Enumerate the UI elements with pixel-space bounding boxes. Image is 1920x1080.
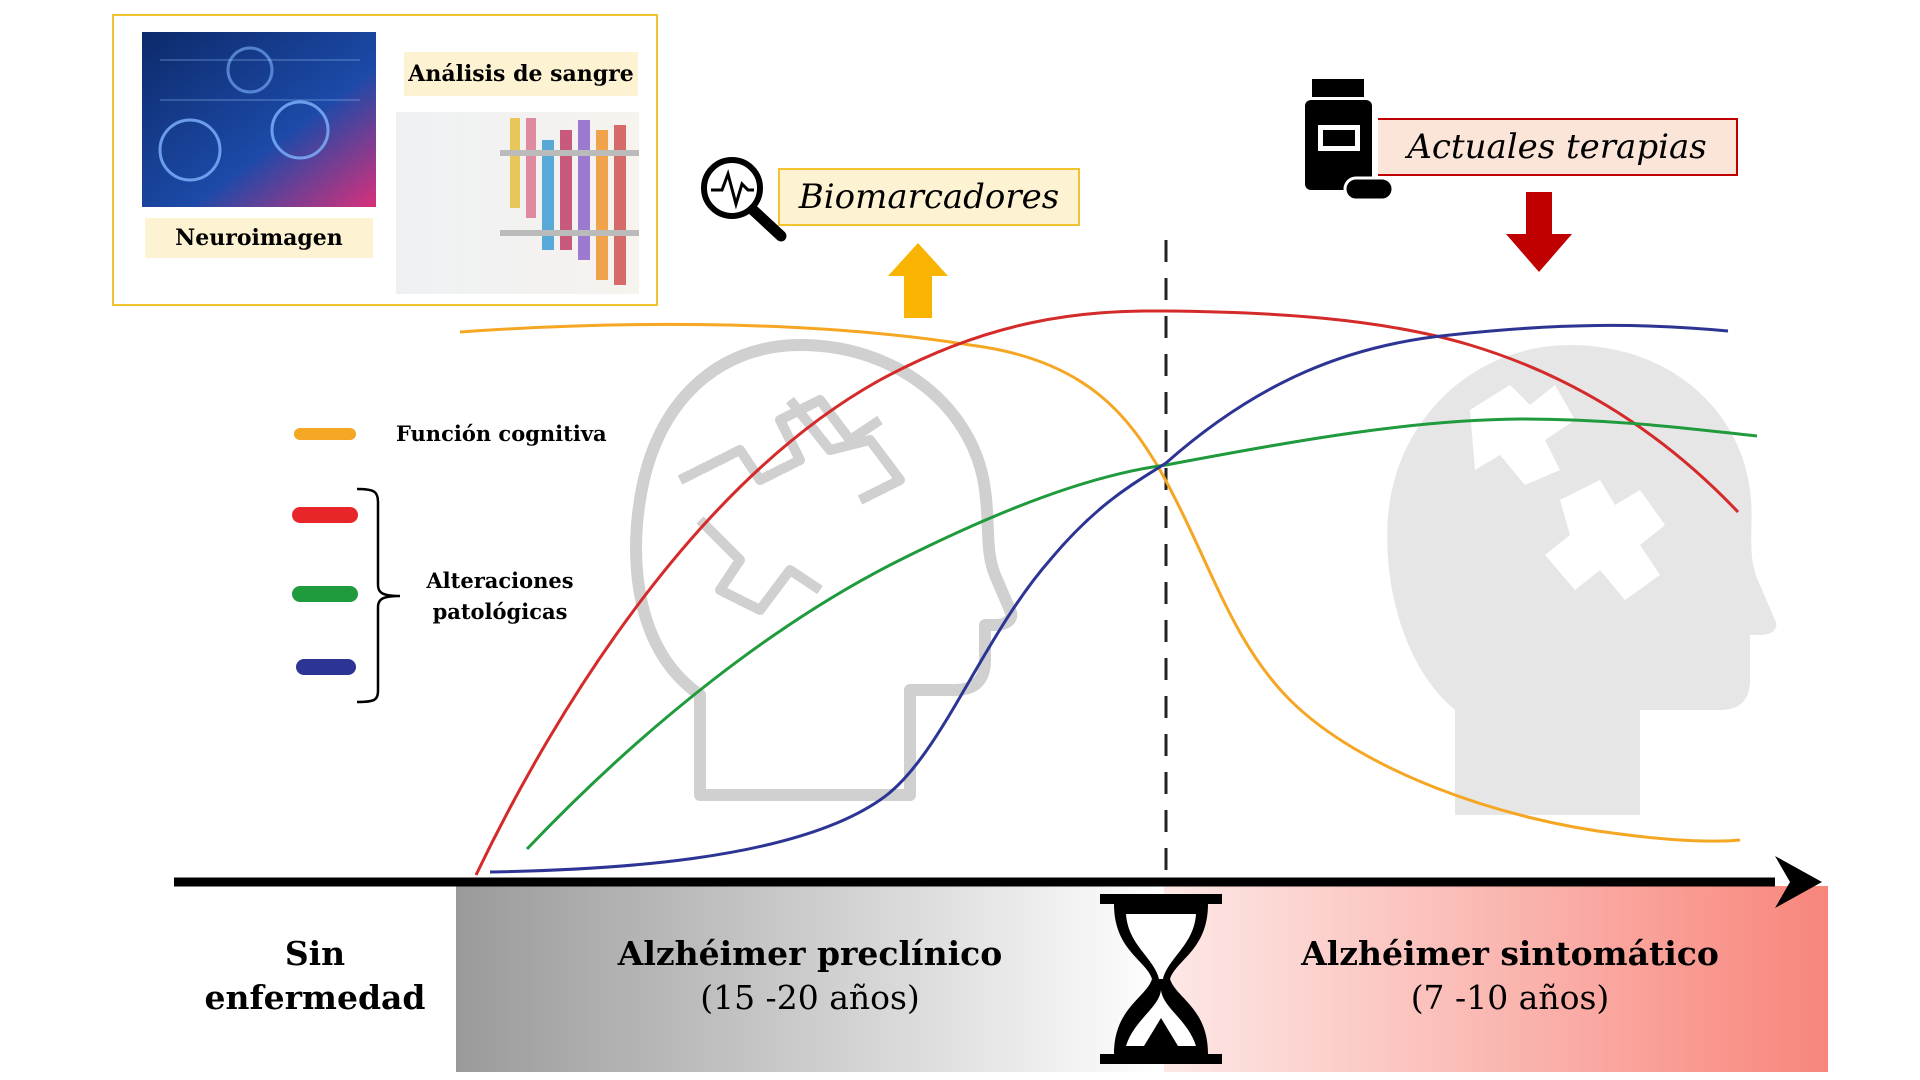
down-arrow-icon: [1506, 192, 1572, 272]
stage-no-disease: Sin enfermedad: [180, 932, 450, 1020]
neuroimaging-label: Neuroimagen: [145, 218, 373, 258]
stage-symptomatic-duration: (7 -10 años): [1410, 978, 1610, 1017]
biomarkers-callout: Biomarcadores: [778, 168, 1080, 226]
hourglass-icon: [1100, 894, 1222, 1064]
head-puzzle-solid-icon: [1387, 345, 1777, 815]
stage-preclinical-title: Alzhéimer preclínico: [617, 934, 1003, 973]
stage-symptomatic-title: Alzhéimer sintomático: [1301, 934, 1719, 973]
preclinical-band: [456, 886, 1164, 1072]
diagnostic-methods-box: [112, 14, 658, 306]
symptomatic-band: [1164, 886, 1828, 1072]
blood-tubes-image: [396, 112, 639, 294]
stage-no-disease-line1: Sin: [284, 934, 346, 973]
stage-symptomatic: Alzhéimer sintomático (7 -10 años): [1260, 932, 1760, 1020]
neuroimaging-image: [142, 32, 376, 207]
curve-red: [474, 309, 1740, 876]
legend-pathological-line1: Alteraciones: [426, 568, 574, 593]
magnifier-heartbeat-icon: [701, 157, 787, 242]
curve-cognitive-function: [459, 322, 1741, 843]
time-axis-arrowhead: [1775, 856, 1822, 908]
legend-brace: [356, 487, 401, 704]
blood-analysis-label: Análisis de sangre: [404, 52, 638, 96]
medicine-bottle-icon: [1305, 79, 1395, 202]
legend-pathological-line2: patológicas: [432, 599, 568, 624]
legend-cognitive-label: Función cognitiva: [396, 421, 607, 446]
stage-no-disease-line2: enfermedad: [204, 978, 426, 1017]
legend-pathological-label: Alteraciones patológicas: [410, 565, 590, 627]
current-therapies-callout: Actuales terapias: [1378, 118, 1738, 176]
up-arrow-icon: [888, 243, 948, 318]
curve-blue: [489, 323, 1729, 874]
curve-green: [525, 417, 1758, 851]
stage-preclinical: Alzhéimer preclínico (15 -20 años): [560, 932, 1060, 1020]
head-puzzle-outline-icon: [630, 339, 1018, 801]
stage-preclinical-duration: (15 -20 años): [700, 978, 920, 1017]
